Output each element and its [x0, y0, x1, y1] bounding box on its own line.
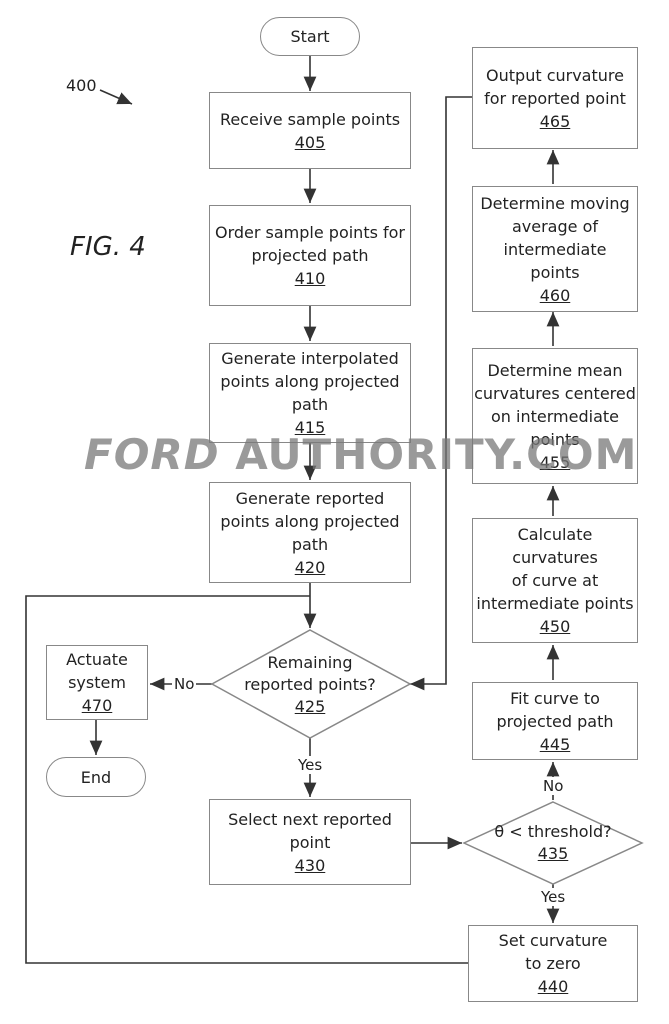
step-text-line: Generate reported [235, 488, 385, 508]
step-460: Determine moving average of intermediate po… [472, 186, 638, 312]
step-number: 415 [294, 418, 326, 437]
step-number: 420 [294, 557, 326, 577]
step-number: 460 [539, 285, 571, 305]
watermark-brand: FORD [84, 430, 220, 479]
step-number: 435 [537, 844, 569, 863]
step-text-line: Actuate [66, 650, 128, 669]
figure-label: FIG. 4 [70, 232, 146, 262]
step-text-line: curvatures centered [474, 383, 636, 403]
step-text-line: points [530, 262, 580, 282]
step-text-line: Select next reported [228, 809, 392, 829]
step-text-line: of curve at [511, 571, 599, 590]
step-number: 470 [81, 696, 113, 715]
reference-arrow [99, 89, 133, 105]
edge-label-no-425: No [172, 675, 197, 693]
step-text-line: path [291, 534, 329, 554]
step-text-line: system [68, 673, 126, 692]
step-text-line: intermediate [503, 239, 607, 259]
decision-425-shape [210, 629, 412, 739]
watermark-text: AUTHORITY.COM [219, 430, 638, 479]
step-number: 450 [539, 617, 571, 636]
step-text-line: θ < threshold? [494, 822, 612, 841]
step-445: Fit curve to projected path 445 [472, 682, 638, 760]
step-405: Receive sample points 405 [209, 92, 411, 169]
step-text-line: Set curvature [498, 931, 608, 950]
step-text-line: Remaining [267, 653, 353, 672]
step-410: Order sample points for projected path 410 [209, 205, 411, 306]
decision-425: Remaining reported points? 425 [222, 650, 398, 720]
step-430: Select next reported point 430 [209, 799, 411, 885]
decision-435: θ < threshold? 435 [474, 820, 632, 866]
step-420: Generate reported points along projected p… [209, 482, 411, 583]
step-text-line: Fit curve to [510, 688, 600, 708]
step-text-line: points along projected [220, 511, 400, 531]
step-text-line: point [289, 832, 331, 852]
edge-label-yes-425: Yes [296, 756, 325, 774]
step-text-line: points [530, 429, 580, 449]
step-text-line: intermediate points [476, 594, 634, 613]
step-text-line: Order sample points for [214, 223, 406, 242]
step-number: 445 [539, 734, 571, 754]
step-text-line: projected path [251, 246, 369, 265]
step-text-line: projected path [496, 711, 614, 731]
step-450: Calculate curvatures of curve at intermedi… [472, 518, 638, 643]
step-number: 425 [294, 697, 326, 716]
step-text-line: reported points? [244, 675, 376, 694]
step-465: Output curvature for reported point 465 [472, 47, 638, 149]
step-number: 465 [539, 111, 571, 131]
watermark-logo: FORD AUTHORITY.COM [84, 430, 637, 479]
edge-440-loop [25, 595, 468, 964]
step-number: 410 [294, 269, 326, 288]
step-455: Determine mean curvatures centered on inte… [472, 348, 638, 484]
step-text-line: path [291, 395, 329, 414]
step-415: Generate interpolated points along projec… [209, 343, 411, 443]
step-text-line: Determine mean [487, 360, 623, 380]
step-text-line: points along projected [220, 372, 400, 391]
start-terminal: Start [260, 17, 360, 56]
edge-label-yes-435: Yes [539, 888, 568, 906]
step-number: 455 [539, 452, 571, 472]
step-number: 430 [294, 855, 326, 875]
edge-465-425 [410, 96, 472, 691]
step-text-line: Determine moving [480, 193, 630, 213]
step-text-line: on intermediate [491, 406, 619, 426]
step-text-line: average of [511, 216, 598, 236]
reference-number: 400 [66, 76, 97, 95]
step-440: Set curvature to zero 440 [468, 925, 638, 1002]
end-terminal: End [46, 757, 146, 797]
step-text-line: Generate interpolated [221, 349, 399, 368]
step-text-line: Output curvature [486, 65, 624, 85]
step-470: Actuate system 470 [46, 645, 148, 720]
step-text-line: to zero [525, 954, 581, 973]
step-number: 405 [294, 132, 326, 152]
step-text-line: Receive sample points [219, 109, 401, 129]
decision-435-shape [462, 801, 644, 885]
edge-label-no-435: No [541, 777, 566, 795]
step-number: 440 [537, 977, 569, 996]
step-text-line: for reported point [484, 88, 626, 108]
step-text-line: Calculate curvatures [512, 525, 598, 567]
